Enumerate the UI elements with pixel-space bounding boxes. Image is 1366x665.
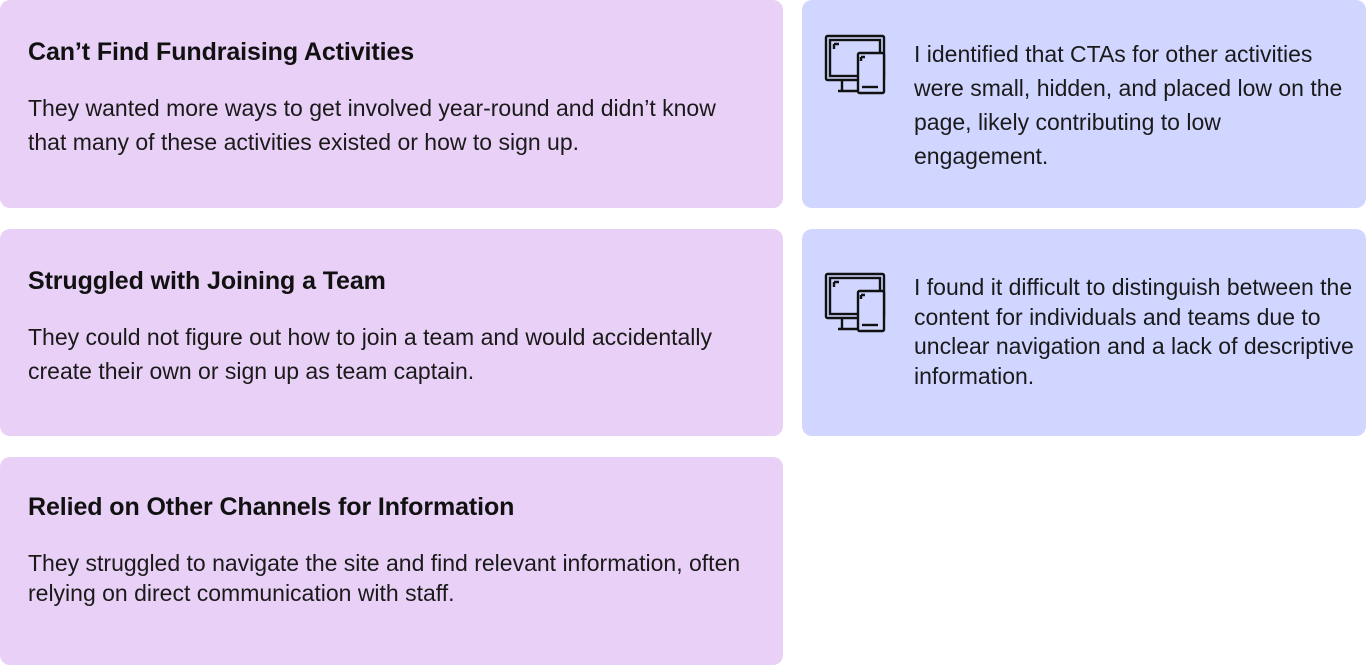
insight-text: I identified that CTAs for other activit…: [914, 41, 1343, 169]
insight-text: I found it difficult to distinguish betw…: [914, 274, 1354, 389]
problem-card: Can’t Find Fundraising Activities They w…: [0, 0, 783, 208]
problem-card: Relied on Other Channels for Information…: [0, 457, 783, 665]
insight-card: I found it difficult to distinguish betw…: [802, 229, 1366, 436]
problem-title: Can’t Find Fundraising Activities: [28, 38, 415, 66]
devices-icon: [824, 272, 886, 333]
problem-description: They wanted more ways to get involved ye…: [28, 95, 716, 155]
problem-title: Struggled with Joining a Team: [28, 267, 386, 295]
insight-card: I identified that CTAs for other activit…: [802, 0, 1366, 208]
problem-description: They struggled to navigate the site and …: [28, 550, 741, 606]
problem-description: They could not figure out how to join a …: [28, 324, 713, 384]
problem-card: Struggled with Joining a Team They could…: [0, 229, 783, 436]
problem-title: Relied on Other Channels for Information: [28, 493, 515, 521]
devices-icon: [824, 34, 886, 95]
